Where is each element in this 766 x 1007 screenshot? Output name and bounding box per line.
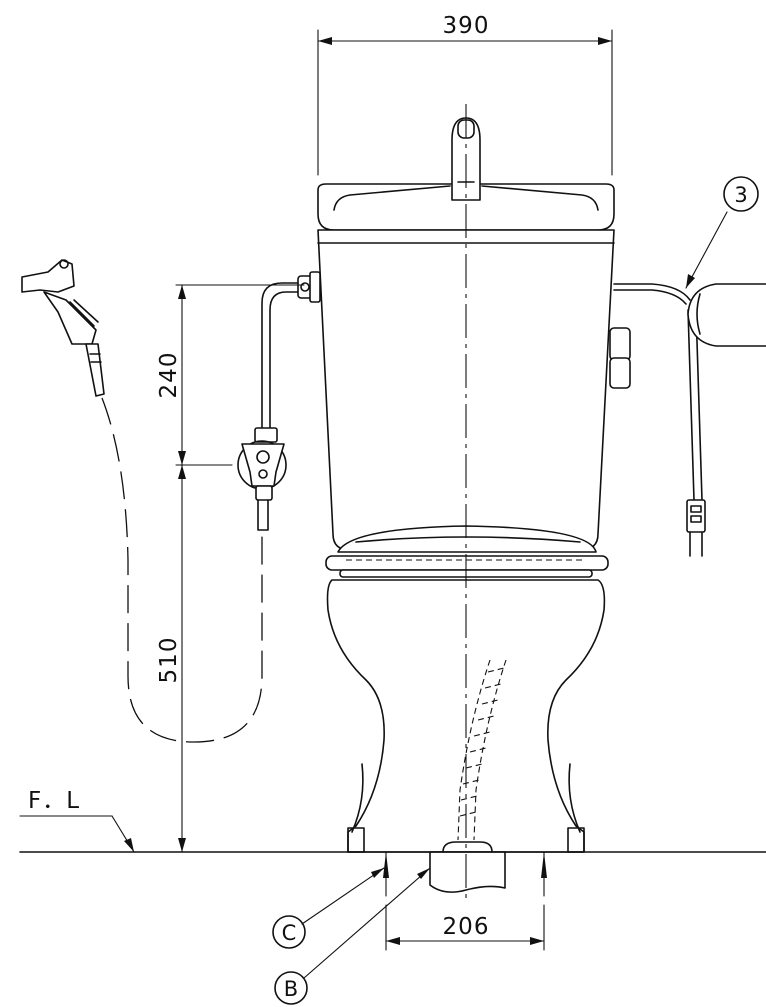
callout-b: B — [274, 867, 431, 1005]
dimension-240-label: 240 — [156, 352, 182, 399]
dimension-240: 240 — [156, 284, 305, 466]
dimension-510-label: 510 — [156, 637, 182, 684]
trapway-hidden — [457, 659, 507, 841]
water-supply — [261, 271, 321, 429]
dimension-206: 206 — [385, 904, 545, 951]
floor-line-label: F．L — [28, 788, 80, 814]
floor-anchors — [383, 851, 547, 897]
stop-valve — [237, 427, 287, 531]
sprayer-hose — [101, 397, 263, 743]
drain-pipe — [429, 841, 506, 893]
callout-3: 3 — [685, 176, 759, 289]
dimension-510: 510 — [156, 464, 233, 853]
callout-b-label: B — [284, 977, 298, 1001]
power-cord — [613, 283, 706, 557]
flush-button — [609, 327, 631, 389]
callout-3-label: 3 — [734, 183, 747, 207]
callout-c: C — [272, 867, 385, 949]
hand-sprayer — [21, 259, 105, 397]
floor-line: F．L — [19, 788, 766, 853]
callout-c-label: C — [282, 921, 297, 945]
dimension-390-label: 390 — [443, 13, 490, 39]
dimension-390: 390 — [317, 13, 613, 176]
seat-ring — [325, 555, 609, 578]
dimension-206-label: 206 — [443, 914, 490, 940]
controller-box — [687, 283, 766, 347]
